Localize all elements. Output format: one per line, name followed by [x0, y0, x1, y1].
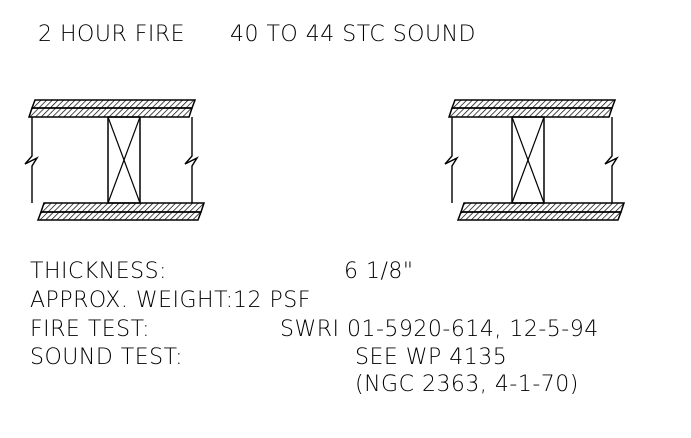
bottom-board-layers [36, 202, 206, 221]
sound-test-label: SOUND TEST: [30, 345, 184, 370]
fire-test-label: FIRE TEST: [30, 317, 151, 342]
thickness-label: THICKNESS: [30, 259, 167, 284]
thickness-value: 6 1/8" [344, 259, 414, 284]
fire-rating-title: 2 HOUR FIRE [38, 22, 186, 47]
stud [511, 116, 545, 204]
wall-section-left [24, 99, 206, 221]
sound-test-reference: (NGC 2363, 4-1-70) [355, 372, 579, 397]
stud [107, 116, 141, 204]
break-lines [444, 117, 619, 203]
weight-value: 12 PSF [233, 288, 311, 313]
sound-test-value: SEE WP 4135 [355, 345, 508, 370]
bottom-board-layers [456, 202, 626, 221]
weight-label: APPROX. WEIGHT: [30, 288, 234, 313]
sound-rating-title: 40 TO 44 STC SOUND [230, 22, 476, 47]
fire-test-value: SWRI 01-5920-614, 12-5-94 [280, 317, 599, 342]
break-lines [24, 117, 199, 203]
top-board-layers [447, 99, 617, 118]
top-board-layers [27, 99, 197, 118]
wall-section-right [444, 99, 626, 221]
